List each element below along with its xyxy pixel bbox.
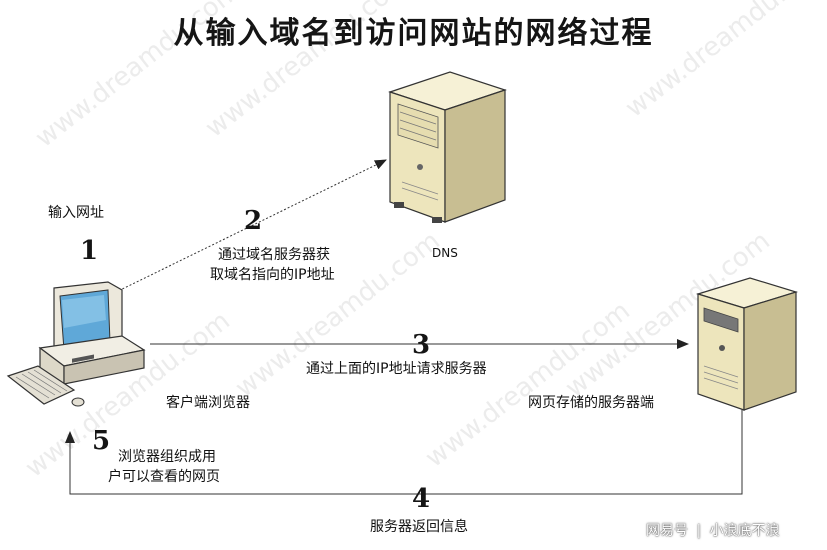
step-2-text-line-2: 取域名指向的IP地址: [210, 267, 335, 283]
arrow-step-4-5: [65, 408, 743, 495]
step-5-number: 5: [92, 426, 111, 456]
diagram-title: 从输入域名到访问网站的网络过程: [173, 16, 654, 51]
branding-author: 小浪底不浪: [709, 523, 780, 539]
branding-watermark: 网易号 | 小浪底不浪: [646, 520, 780, 540]
step-4-number: 4: [412, 484, 431, 514]
web-server-icon: [695, 277, 799, 411]
step-1-number: 1: [80, 236, 99, 266]
step-2-number: 2: [244, 206, 263, 236]
branding-separator: |: [696, 523, 702, 539]
arrow-step-2: [107, 159, 387, 297]
dns-label: DNS: [432, 246, 458, 260]
client-computer-icon: [6, 281, 146, 407]
web-server-label: 网页存储的服务器端: [528, 395, 654, 411]
input-url-label: 输入网址: [48, 205, 104, 221]
client-browser-label: 客户端浏览器: [166, 395, 250, 411]
step-2-text-line-1: 通过域名服务器获: [218, 247, 330, 263]
branding-platform: 网易号: [646, 523, 688, 539]
step-3-text: 通过上面的IP地址请求服务器: [306, 361, 487, 377]
step-5-text-line-2: 户可以查看的网页: [108, 469, 220, 485]
dns-server-icon: [388, 71, 507, 223]
step-5-text-line-1: 浏览器组织成用: [118, 449, 216, 465]
step-3-number: 3: [412, 330, 431, 360]
step-4-text: 服务器返回信息: [370, 519, 468, 535]
